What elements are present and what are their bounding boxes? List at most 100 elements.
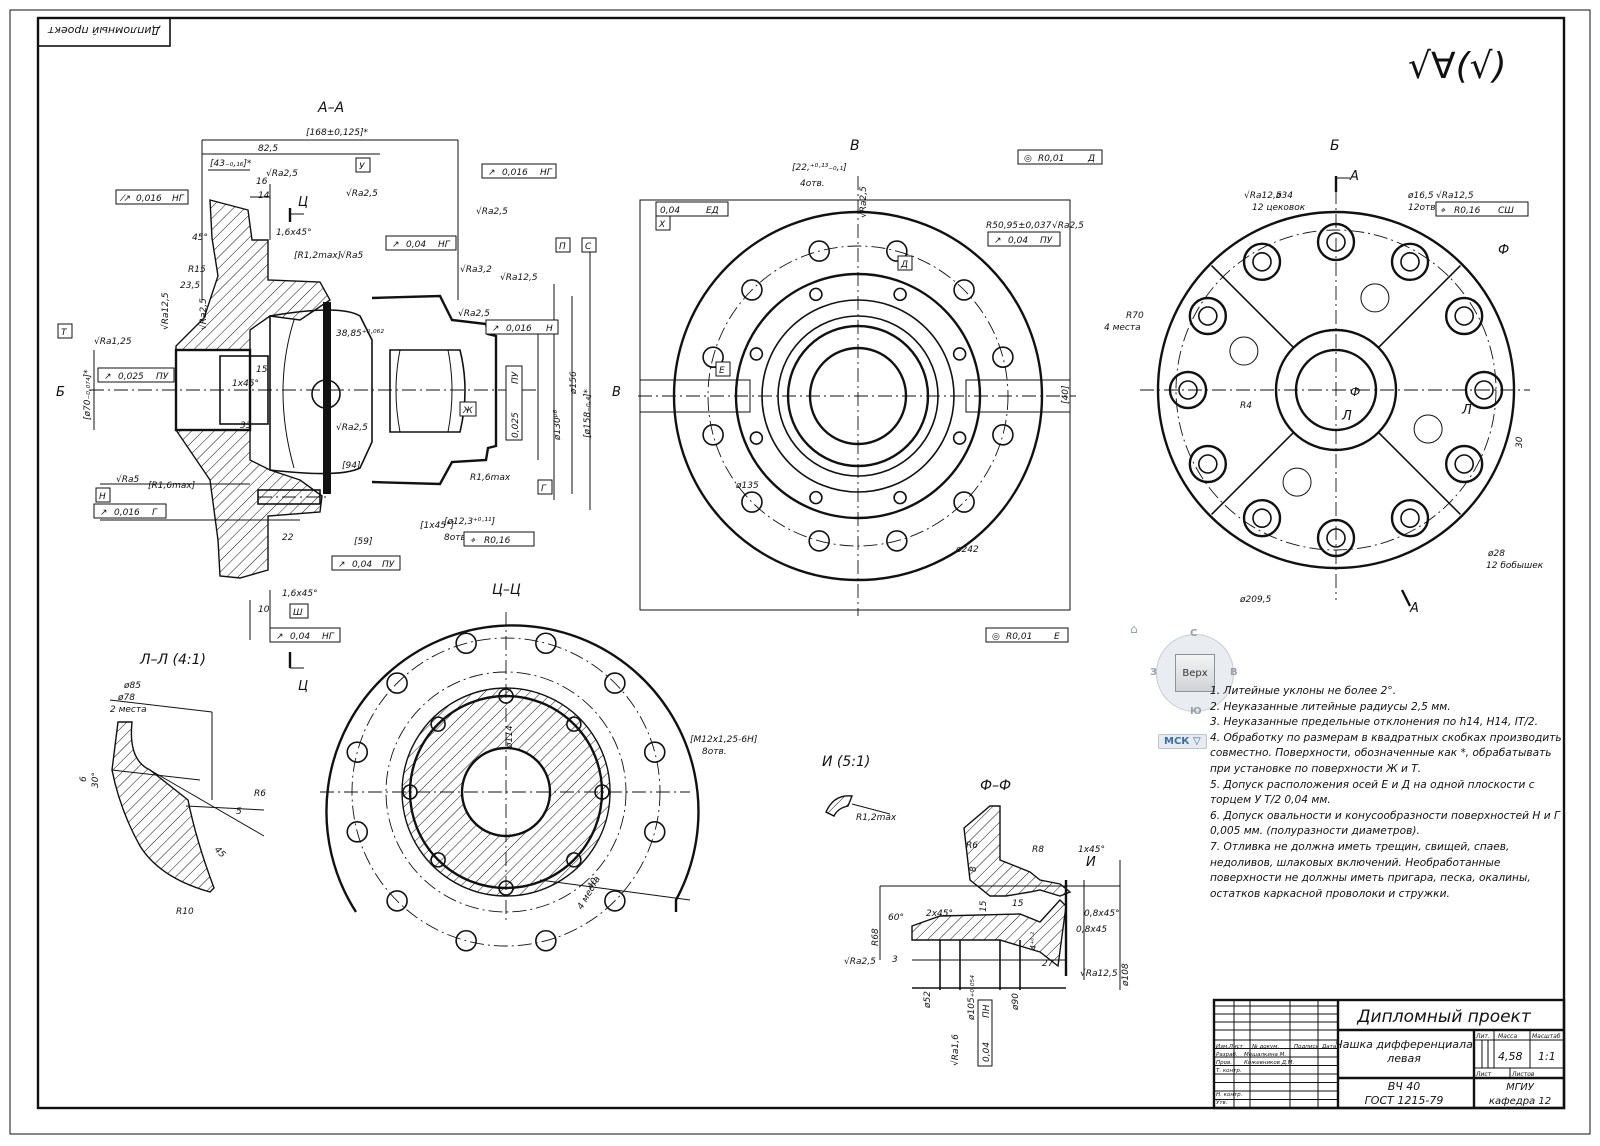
rib (1210, 264, 1295, 349)
ribs-b (1210, 264, 1462, 516)
note-6: 6. Допуск овальности и конусообразности … (1210, 809, 1560, 838)
dim-r6: R6 (254, 789, 266, 799)
boss-hole (1252, 252, 1272, 272)
dim-15f: 15 (979, 900, 989, 912)
bolt-hole (604, 672, 626, 694)
thread-hole (430, 716, 446, 732)
svg-text:R0,16: R0,16 (484, 536, 511, 546)
viewcube-top-face[interactable]: Верх (1175, 654, 1215, 692)
bolt-hole (535, 929, 557, 952)
view-i-mark: И (1086, 855, 1096, 870)
window (1413, 414, 1443, 444)
ra-a11: √Ra12,5 (160, 292, 171, 330)
svg-text:Д: Д (1087, 154, 1095, 164)
svg-text:⌖: ⌖ (470, 536, 476, 546)
view-b-title: Б (1330, 138, 1340, 154)
tb-name-1: Мешалкина М. (1244, 1052, 1286, 1058)
window (1282, 467, 1312, 497)
svg-text:Н: Н (546, 324, 553, 334)
dim-r8f: R8 (1032, 845, 1044, 855)
compass-north[interactable]: С (1190, 628, 1198, 639)
outer-frame (9, 9, 1591, 1135)
dim-168: [168±0,125]* (306, 128, 369, 138)
dim-15: 15 (256, 365, 268, 375)
bolt-hole (386, 672, 408, 694)
datum-e: Е (715, 361, 731, 377)
svg-text:0,04: 0,04 (352, 560, 372, 570)
cut-a-lower: А (1409, 601, 1419, 616)
bolt-hole (386, 890, 408, 912)
dim-94: [94] (342, 461, 361, 471)
bolt-hole (643, 821, 666, 843)
cut-ts-upper: Ц (298, 195, 308, 210)
cut-l-center: Л (1341, 409, 1352, 424)
viewcube[interactable]: ⌂ С Ю З В Верх МСК ▽ (1130, 622, 1240, 749)
dim-123-count: 8отв. (444, 533, 469, 543)
ra-a9: √Ra1,25 (94, 336, 132, 347)
compass-west[interactable]: З (1150, 667, 1158, 678)
dim-r5095: R50,95±0,037 (986, 221, 1052, 231)
svg-text:ПУ: ПУ (511, 371, 521, 384)
datum-s: С (581, 237, 597, 253)
svg-text:Г: Г (152, 508, 158, 518)
technical-notes: 1. Литейные уклоны не более 2°. 2. Неука… (1210, 684, 1570, 902)
dim-108: ø108 (1121, 963, 1131, 987)
cut-f-center: Ф (1350, 385, 1360, 399)
dim-08: 0,8x45° (1084, 909, 1120, 919)
dim-123: [ø12,3⁺⁰·¹¹] (444, 517, 495, 527)
bolt-hole (346, 821, 369, 843)
compass-east[interactable]: В (1230, 667, 1238, 678)
svg-text:ПУ: ПУ (1040, 236, 1053, 246)
window (1229, 336, 1259, 366)
dim-130: ø130ᵖ⁶ (553, 409, 563, 441)
svg-text:Д: Д (900, 260, 908, 270)
dim-85: ø85 (123, 681, 141, 691)
rough-r1max: [R1,2max] (294, 251, 342, 261)
coordinate-system-dropdown[interactable]: МСК ▽ (1158, 734, 1207, 749)
boss-hole (1252, 508, 1272, 528)
tb-scale: 1:1 (1538, 1050, 1556, 1063)
svg-text:0,016: 0,016 (502, 168, 528, 178)
section-l-l-title: Л–Л (4:1) (139, 652, 206, 668)
dim-30b: 30 (1515, 436, 1525, 448)
dim-12b: 12 бобышек (1486, 561, 1544, 571)
tb-material: ВЧ 40 (1388, 1080, 1421, 1093)
compass-south[interactable]: Ю (1190, 706, 1202, 717)
dim-34: ø34 (1275, 191, 1293, 201)
dim-m12: [M12x1,25-6H] (690, 735, 758, 745)
window (1360, 283, 1390, 313)
view-b-mark: Б (56, 385, 65, 400)
datum-sh: Ш (289, 603, 309, 619)
dim-2095: ø209,5 (1239, 595, 1272, 605)
home-icon[interactable]: ⌂ (1130, 622, 1138, 636)
tb-role-5: Утв. (1216, 1100, 1228, 1106)
tb-role-3: Т. контр. (1216, 1068, 1242, 1074)
ra-a7: √Ra2,5 (458, 308, 490, 319)
dim-59: [59] (354, 537, 373, 547)
svg-text:П: П (559, 242, 566, 252)
svg-text:↗: ↗ (104, 372, 112, 382)
dim-43: [43₋₀,₁₆]* (210, 159, 252, 169)
boss (1242, 498, 1282, 538)
dim-10: 10 (258, 605, 270, 615)
tb-standard: ГОСТ 1215-79 (1365, 1094, 1444, 1107)
svg-text:Н: Н (99, 492, 106, 502)
ra-b1: √Ra12,5 (1244, 190, 1282, 201)
thread-hole (566, 852, 582, 868)
boss (1444, 296, 1484, 336)
section-ff-title: Ф–Ф (980, 778, 1011, 794)
dim-114: ø114 (505, 725, 515, 749)
svg-text:У: У (359, 162, 365, 172)
boss-hole (1178, 380, 1198, 400)
dim-242: ø242 (955, 545, 979, 555)
svg-text:◎: ◎ (992, 632, 1000, 642)
